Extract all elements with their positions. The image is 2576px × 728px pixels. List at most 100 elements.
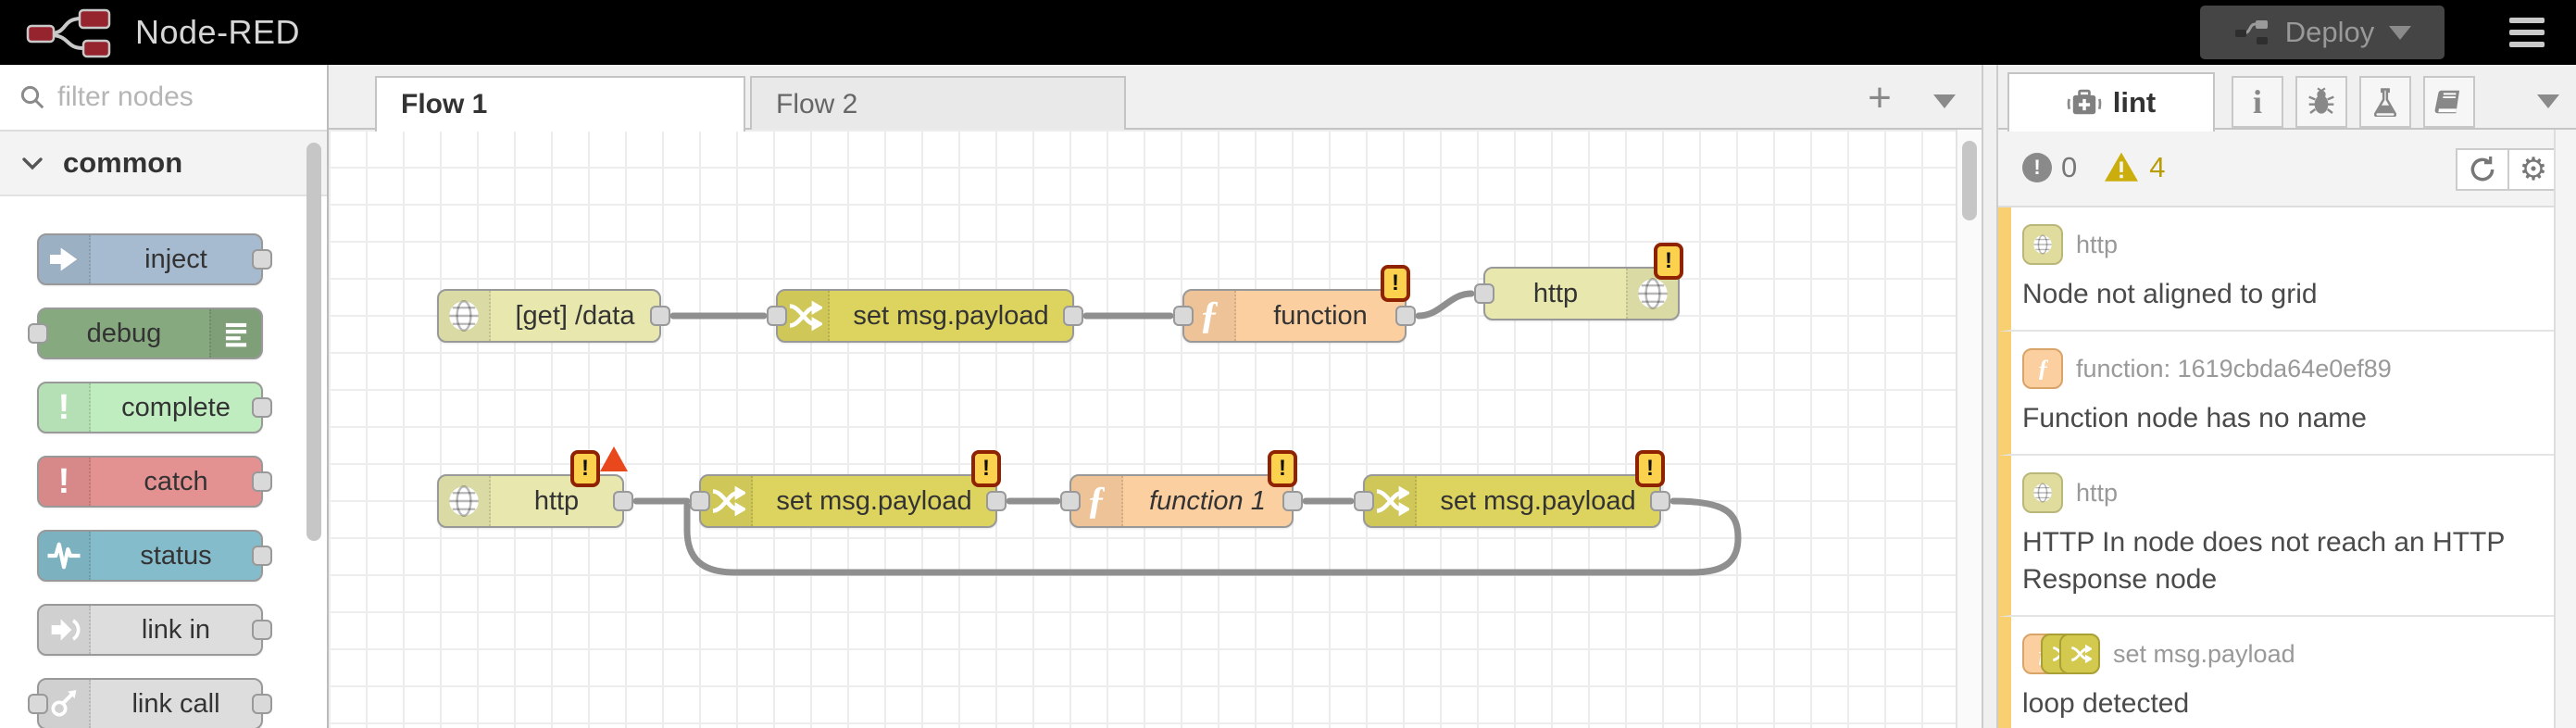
output-port[interactable] <box>1282 491 1303 511</box>
deploy-options-caret-icon[interactable] <box>2389 25 2412 40</box>
flow-list-caret-icon[interactable] <box>1933 94 1956 108</box>
globe-icon <box>2031 232 2055 257</box>
output-port[interactable] <box>252 620 272 640</box>
info-tab-button[interactable]: i <box>2232 76 2283 128</box>
tab-lint[interactable]: lint <box>2007 72 2215 132</box>
input-port[interactable] <box>1354 491 1374 511</box>
palette-node-link-call[interactable]: link call <box>28 678 272 728</box>
flow-node-change-1[interactable]: set msg.payload <box>767 289 1083 343</box>
flow-node-http-in-0[interactable]: [get] /data <box>437 289 670 343</box>
sidebar-tabbar: lint i <box>1998 65 2576 132</box>
input-port[interactable] <box>28 694 48 714</box>
lint-node-icons: ƒ <box>2022 348 2063 389</box>
palette-node-label: inject <box>144 245 207 274</box>
flow-node-http-response-3[interactable]: http! <box>1474 243 1683 320</box>
flask-icon <box>2371 87 2399 117</box>
output-port[interactable] <box>252 397 272 418</box>
palette-search[interactable] <box>0 65 327 132</box>
flow-node-http-in-4[interactable]: http! <box>437 446 633 528</box>
icon-region: ! <box>39 458 91 506</box>
input-port[interactable] <box>1173 306 1194 326</box>
filter-nodes-input[interactable] <box>57 82 280 113</box>
wire[interactable] <box>683 497 1742 576</box>
lint-refresh-button[interactable] <box>2457 150 2507 189</box>
error-count-icon: ! <box>2022 153 2052 182</box>
palette-node-link-in[interactable]: link in <box>37 604 272 656</box>
function-icon: ƒ <box>1199 295 1219 337</box>
output-port[interactable] <box>252 471 272 492</box>
wire[interactable] <box>1415 290 1475 320</box>
node-warning-badge: ! <box>1635 450 1665 487</box>
mini-node-globe-icon <box>2022 472 2063 513</box>
bug-icon <box>2307 87 2336 117</box>
gear-icon: ⚙ <box>2519 152 2548 187</box>
globe-icon <box>2031 481 2055 505</box>
lint-node-label: http <box>2076 478 2119 507</box>
node-error-triangle-icon <box>600 446 628 471</box>
info-icon: i <box>2252 83 2262 120</box>
error-count: 0 <box>2061 151 2078 183</box>
deploy-button[interactable]: Deploy <box>2200 6 2445 59</box>
sidebar-splitter[interactable] <box>1982 65 1998 728</box>
link-in-icon <box>45 611 82 648</box>
add-flow-button[interactable]: + <box>1868 75 1892 120</box>
output-port[interactable] <box>252 249 272 270</box>
input-port[interactable] <box>767 306 787 326</box>
flow-node-change-7[interactable]: set msg.payload! <box>1354 450 1670 528</box>
main-menu-button[interactable] <box>2509 18 2545 47</box>
medkit-icon <box>2067 87 2102 119</box>
sidebar-tabs-caret-icon[interactable] <box>2537 94 2559 108</box>
palette-scrollbar[interactable] <box>306 143 321 541</box>
header: Node-RED Deploy <box>0 0 2576 65</box>
input-port[interactable] <box>690 491 710 511</box>
input-port[interactable] <box>28 323 48 344</box>
palette-node-catch[interactable]: !catch <box>37 456 272 508</box>
output-port[interactable] <box>252 694 272 714</box>
output-port[interactable] <box>1650 491 1670 511</box>
palette-node-label: link in <box>141 615 211 645</box>
output-port[interactable] <box>986 491 1007 511</box>
palette-node-list: inject debug !complete !catch status link in l… <box>0 196 327 728</box>
flask-tab-button[interactable] <box>2359 76 2411 128</box>
output-port[interactable] <box>1395 306 1416 326</box>
tab-flow-2[interactable]: Flow 2 <box>750 76 1126 132</box>
node-warning-badge: ! <box>570 450 600 487</box>
deploy-icon <box>2233 17 2270 48</box>
node-label: set msg.payload <box>1440 486 1636 516</box>
node-warning-badge: ! <box>1654 243 1683 280</box>
input-port[interactable] <box>1060 491 1081 511</box>
canvas-vertical-scrollbar[interactable] <box>1956 130 1982 728</box>
tab-flow-1[interactable]: Flow 1 <box>375 76 745 132</box>
output-port[interactable] <box>252 546 272 566</box>
output-port[interactable] <box>650 306 670 326</box>
sidebar-scroll-gutter[interactable] <box>2554 130 2576 728</box>
palette-node-status[interactable]: status <box>37 530 272 582</box>
canvas-scrollbar-thumb[interactable] <box>1962 141 1977 220</box>
icon-region <box>39 532 91 580</box>
book-tab-button[interactable] <box>2423 76 2475 128</box>
input-port[interactable] <box>1474 283 1494 304</box>
flow-tabbar: Flow 1 Flow 2 + <box>329 65 1982 132</box>
flow-node-change-5[interactable]: set msg.payload! <box>690 450 1007 528</box>
output-port[interactable] <box>1063 306 1083 326</box>
palette-node-complete[interactable]: !complete <box>37 382 272 433</box>
icon-region <box>39 235 91 283</box>
palette-node-debug[interactable]: debug <box>28 308 263 359</box>
palette-node-inject[interactable]: inject <box>37 233 272 285</box>
icon-region <box>209 309 261 358</box>
lint-node-icons: ƒ <box>2022 634 2100 674</box>
palette-category-common[interactable]: common <box>0 132 327 196</box>
output-port[interactable] <box>613 491 633 511</box>
lint-settings-button[interactable]: ⚙ <box>2507 150 2557 189</box>
debug-tab-button[interactable] <box>2295 76 2347 128</box>
function-icon: ƒ <box>1086 480 1107 522</box>
